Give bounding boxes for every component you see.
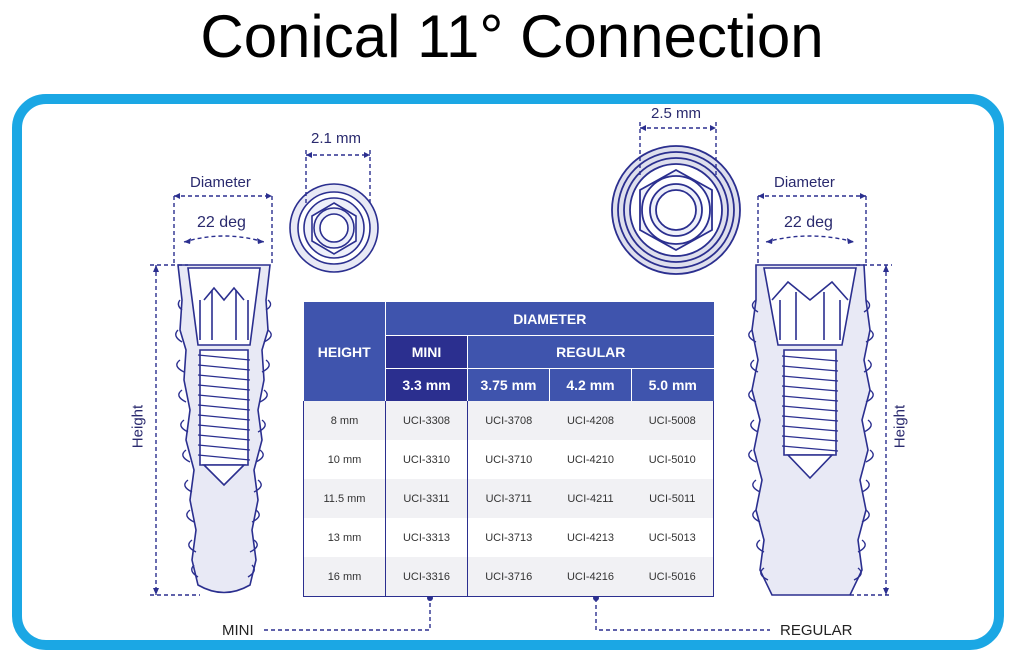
regular-implant-drawing: [748, 264, 874, 596]
mini-height-label: Height: [129, 404, 147, 449]
code-cell: UCI-5016: [631, 557, 714, 597]
table-row: 11.5 mm UCI-3311 UCI-3711 UCI-4211 UCI-5…: [303, 479, 714, 518]
code-cell: UCI-3710: [467, 440, 550, 479]
code-cell: UCI-3708: [467, 401, 550, 440]
diameter-cell: 3.3 mm: [385, 368, 468, 401]
regular-height-label: Height: [891, 404, 909, 449]
diameter-cell: 4.2 mm: [549, 368, 632, 401]
mini-angle-label: 22 deg: [197, 214, 246, 231]
mini-dimension-lines: [150, 195, 273, 596]
height-cell: 10 mm: [303, 440, 386, 479]
code-cell: UCI-3313: [385, 518, 468, 557]
code-cell: UCI-3308: [385, 401, 468, 440]
code-cell: UCI-4213: [566, 531, 615, 544]
diameter-cell: 5.0 mm: [631, 368, 714, 401]
code-cell: UCI-3713: [467, 518, 550, 557]
table-row: 13 mm UCI-3313 UCI-3713 UCI-4213 UCI-501…: [303, 518, 714, 557]
code-cell: UCI-3711: [467, 479, 550, 518]
code-cell: UCI-5010: [631, 440, 714, 479]
mini-caption: MINI: [222, 622, 254, 639]
height-cell: 16 mm: [303, 557, 386, 597]
mini-diameter-label: Diameter: [190, 174, 251, 191]
table-row: 8 mm UCI-3308 UCI-3708 UCI-4208 UCI-5008: [303, 401, 714, 440]
code-cell: UCI-5013: [631, 518, 714, 557]
diameter-cell: 3.75 mm: [467, 368, 550, 401]
mini-top-view: [289, 183, 379, 273]
regular-hex-label: 2.5 mm: [651, 105, 702, 122]
mini-hex-label: 2.1 mm: [311, 130, 362, 147]
caption-leaders: [264, 598, 770, 631]
regular-diameter-label: Diameter: [774, 174, 835, 191]
code-cell: UCI-3311: [385, 479, 468, 518]
regular-angle-label: 22 deg: [784, 214, 833, 231]
table-row: 16 mm UCI-3316 UCI-3716 UCI-4216 UCI-501…: [303, 557, 714, 597]
code-cell: UCI-4210: [566, 453, 615, 466]
code-cell: UCI-3316: [385, 557, 468, 597]
code-cell: UCI-3310: [385, 440, 468, 479]
code-cell: UCI-4208: [566, 414, 615, 427]
regular-top-view: [611, 145, 741, 275]
diameter-header: DIAMETER: [385, 302, 714, 336]
mini-implant-drawing: [175, 264, 272, 594]
code-cell: UCI-4211: [567, 492, 614, 505]
code-cell: UCI-3716: [467, 557, 550, 597]
code-cell: UCI-5008: [631, 401, 714, 440]
height-cell: 11.5 mm: [303, 479, 386, 518]
height-header: HEIGHT: [303, 302, 386, 401]
regular-header: REGULAR: [467, 335, 714, 369]
height-cell: 13 mm: [303, 518, 386, 557]
code-cell: UCI-5011: [631, 479, 714, 518]
page-title: Conical 11° Connection: [200, 3, 824, 70]
height-cell: 8 mm: [303, 401, 386, 440]
spec-table: HEIGHT DIAMETER MINI REGULAR 3.3 mm 3.75…: [303, 302, 714, 597]
table-row: 10 mm UCI-3310 UCI-3710 UCI-4210 UCI-501…: [303, 440, 714, 479]
code-cell: UCI-4216: [549, 557, 632, 597]
regular-caption: REGULAR: [780, 622, 853, 639]
mini-header: MINI: [385, 335, 468, 369]
